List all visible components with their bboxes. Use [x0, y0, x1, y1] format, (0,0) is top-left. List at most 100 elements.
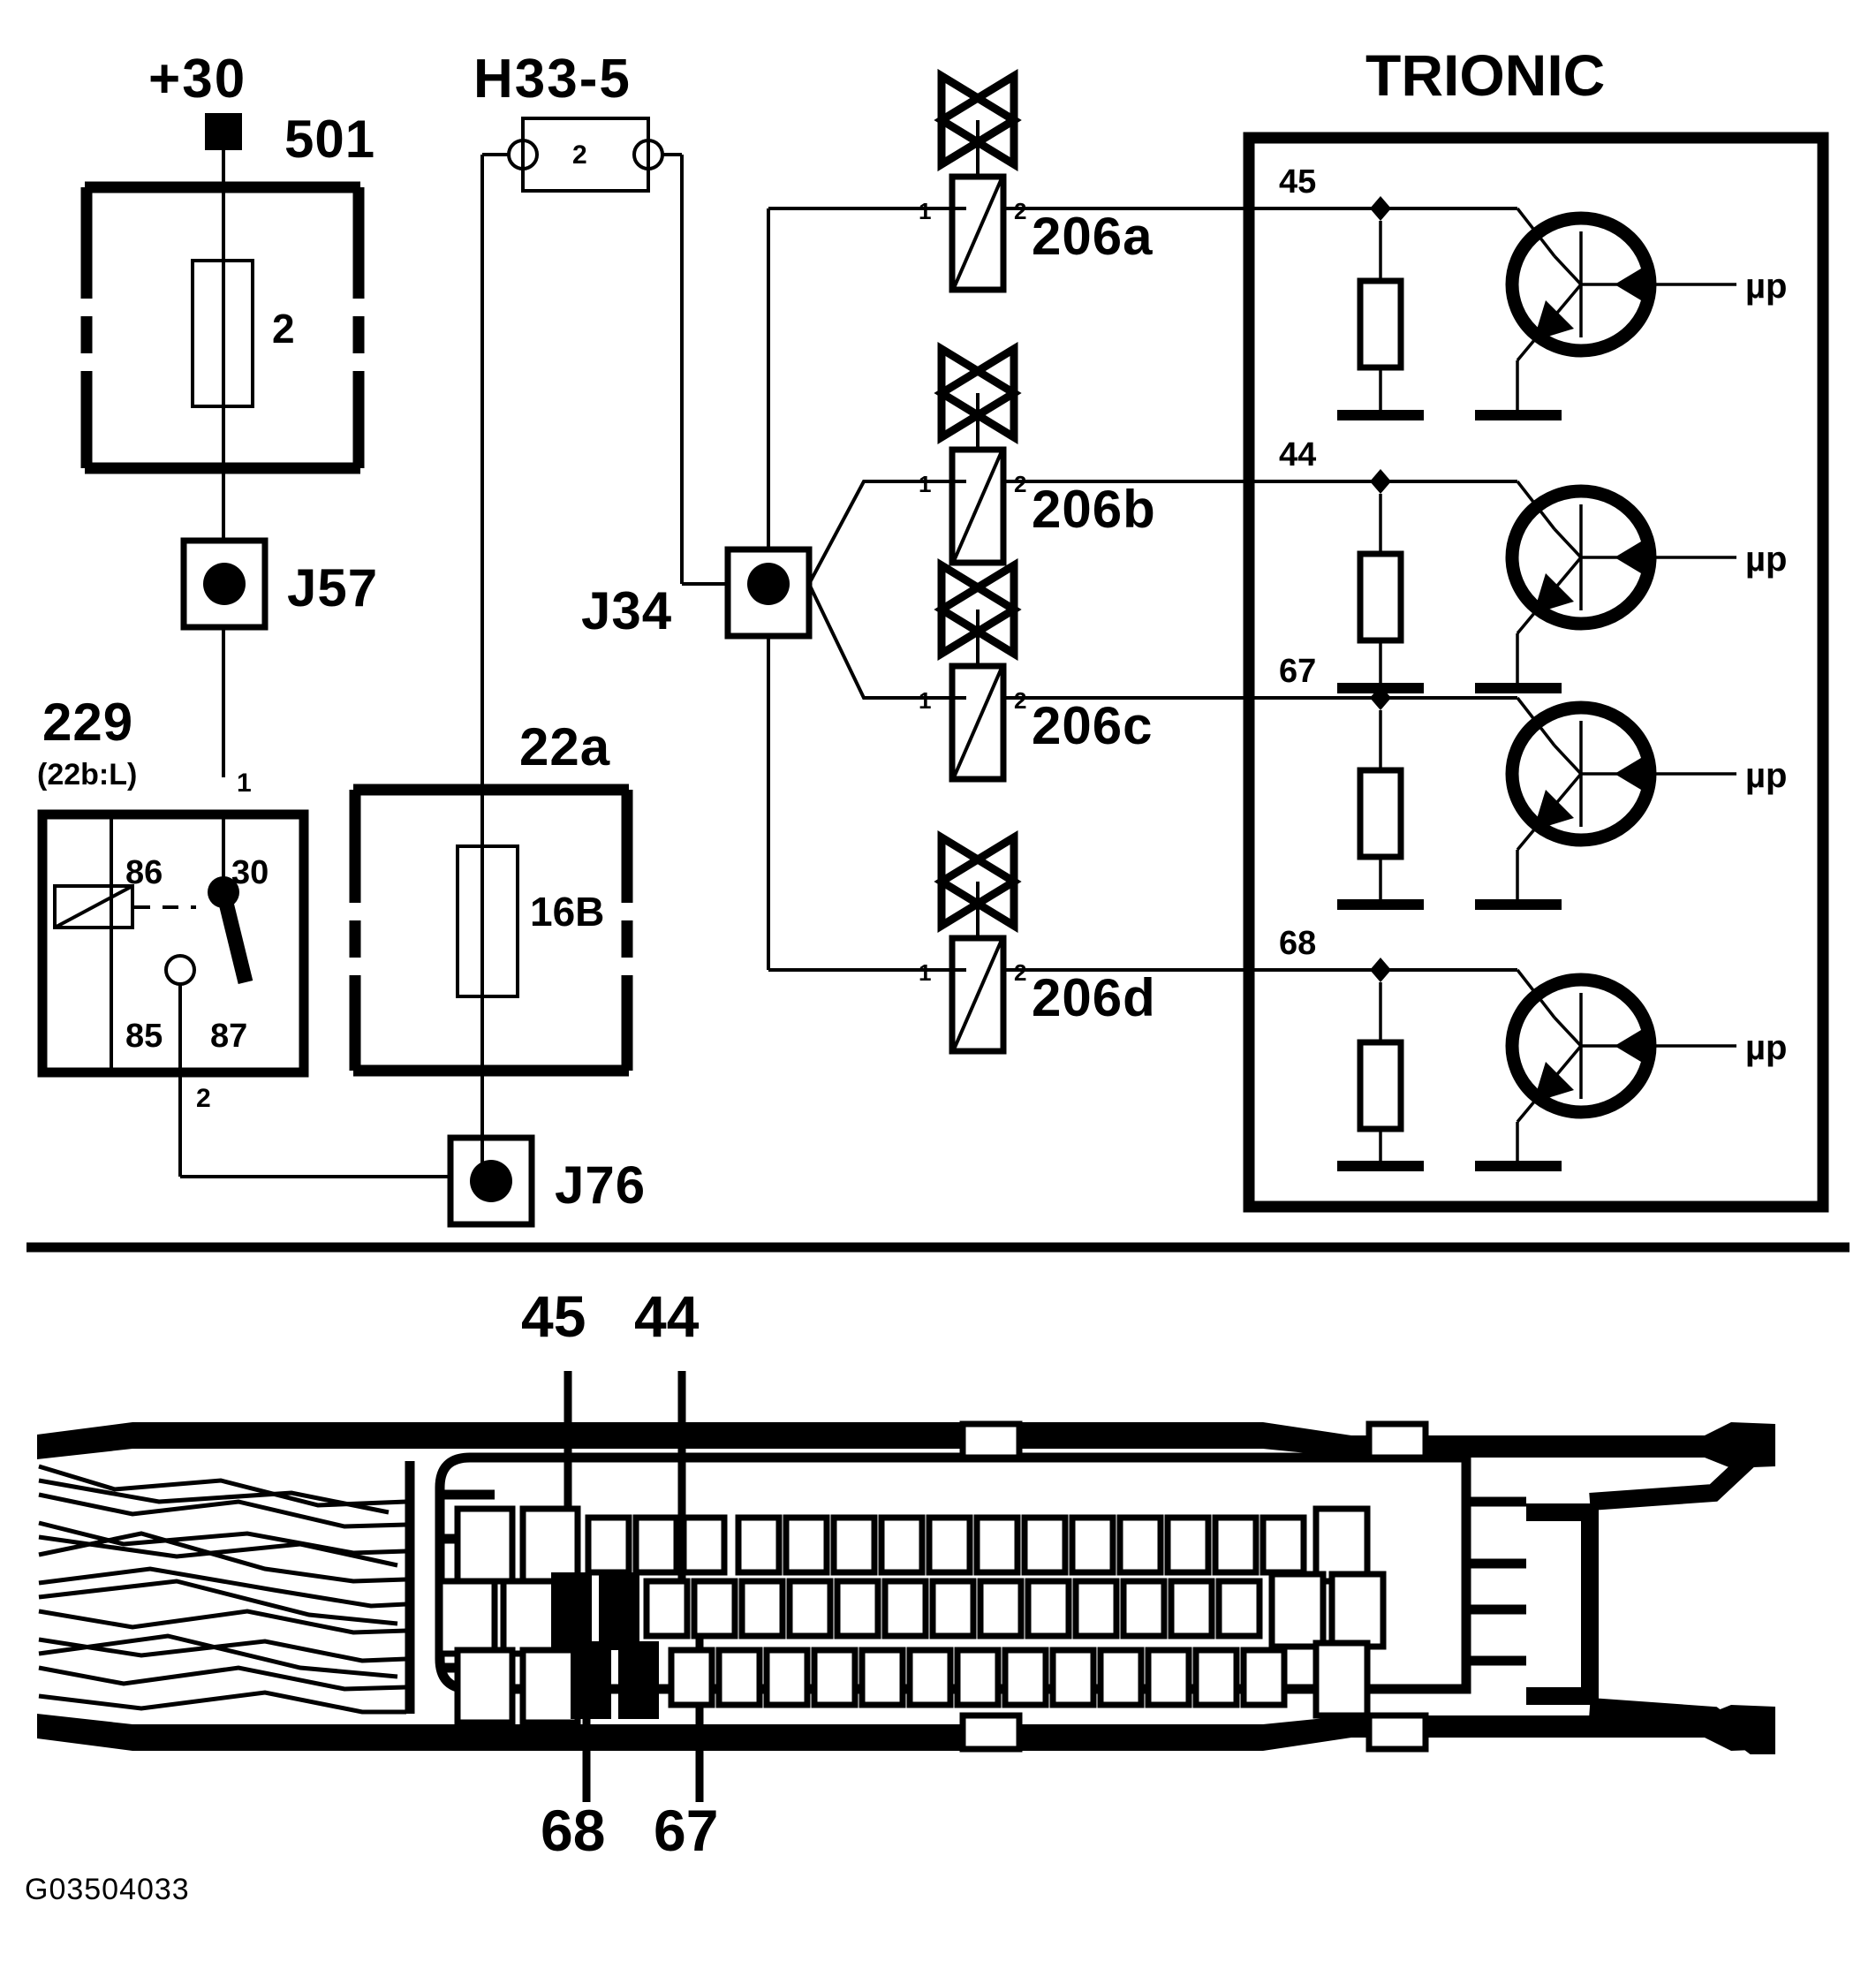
pin-cavity [1021, 1514, 1069, 1576]
splice-j76: J76 [447, 1134, 646, 1228]
pin-cavity [834, 1578, 881, 1640]
connector-latch-bottom [1589, 1698, 1775, 1754]
relay-229-label: 229 [42, 693, 133, 752]
solenoid-206c-diagonal [952, 667, 1003, 778]
pin-cavity [715, 1647, 763, 1708]
power-supply-group: +30 [148, 49, 246, 190]
pin-cavity [906, 1647, 954, 1708]
pin-cavity [735, 1514, 783, 1576]
cable-jacket-bottom [37, 1705, 1775, 1751]
injector-206c: 1 2 206c [919, 557, 1249, 783]
pin-cavity [643, 1578, 691, 1640]
injector-206a: 1 2 206a [919, 68, 1249, 293]
up-arrow-44 [1615, 536, 1650, 579]
fuse-22a-number: 16B [530, 889, 604, 935]
ecu-pin-44-junction [1370, 469, 1391, 494]
transistor-45-collector [1516, 207, 1556, 258]
resistor-45 [1357, 277, 1404, 371]
jacket-notch-bottom-2 [1365, 1712, 1429, 1753]
wire-strand-9 [38, 1690, 406, 1715]
connector-body-outline [435, 1452, 1471, 1694]
drawing-code: G03504033 [25, 1873, 190, 1906]
pin-cavity [500, 1578, 562, 1657]
fuse-501-number: 2 [272, 306, 295, 352]
relay-229-contact-87 [164, 954, 196, 986]
pin-row-bottom [454, 1640, 1371, 1726]
wire-strand-13 [38, 1633, 398, 1679]
resistor-68 [1357, 1039, 1404, 1132]
injector-206c-pin-1: 1 [919, 687, 931, 714]
relay-229-in-wire-num: 1 [237, 769, 252, 798]
ecu-pin-45-label: 45 [1279, 163, 1316, 201]
supply-terminal-square [205, 113, 242, 150]
pin-cavity-45-filled [551, 1572, 592, 1650]
wire-strand-3 [38, 1520, 407, 1556]
fuse-box-501-label: 501 [284, 110, 375, 169]
injector-206d-label: 206d [1032, 968, 1156, 1027]
relay-terminal-85: 85 [125, 1018, 163, 1055]
pin-cavity [878, 1514, 926, 1576]
injector-206a-label: 206a [1032, 207, 1153, 266]
pin-cavity [738, 1578, 786, 1640]
pin-cavity [691, 1578, 738, 1640]
resistor-44 [1357, 550, 1404, 644]
pin-cavity [1312, 1640, 1371, 1719]
callout-label-44: 44 [634, 1284, 700, 1349]
jacket-notch-bottom [959, 1712, 1023, 1753]
pin-cavity [1312, 1505, 1371, 1585]
injector-206d-pin-2: 2 [1014, 959, 1026, 986]
transistor-45-emitter-out [1516, 327, 1546, 362]
wire-strand-12 [38, 1579, 398, 1626]
microprocessor-label-68: µp [1745, 1028, 1787, 1067]
splice-j34-dot [747, 563, 790, 605]
pin-cavity [1116, 1514, 1164, 1576]
pin-cavity [585, 1514, 632, 1576]
microprocessor-label-45: µp [1745, 267, 1787, 306]
connector-h33-box [521, 117, 650, 193]
transistor-68-collector [1516, 968, 1556, 1019]
resistor-67 [1357, 767, 1404, 860]
splice-j76-label: J76 [555, 1155, 646, 1215]
splice-j57-label: J57 [287, 558, 378, 617]
pin-cavity-68-filled [571, 1641, 611, 1719]
up-arrow-67 [1615, 753, 1650, 795]
pin-cavity [786, 1578, 834, 1640]
solenoid-206c-body [949, 663, 1007, 783]
wire-strand-8 [38, 1665, 407, 1692]
pin-cavity [926, 1514, 973, 1576]
pin-cavity [454, 1647, 516, 1726]
relay-229-coil-diagonal [54, 884, 133, 929]
wire-bundle [38, 1464, 407, 1715]
ecu-pin-68-junction [1370, 958, 1391, 982]
transistor-44-collector [1516, 480, 1556, 531]
pin-cavity [1049, 1647, 1097, 1708]
pin-row-top [454, 1505, 1371, 1585]
injector-206c-pin-2: 2 [1014, 687, 1026, 714]
callout-label-45: 45 [521, 1284, 586, 1349]
transistor-67-collector-in [1553, 744, 1583, 776]
transistor-45-collector-in [1553, 254, 1583, 286]
power-label: +30 [148, 49, 246, 110]
driver-stage-68: 68 µp [1249, 925, 1787, 1171]
pin-cavity [436, 1578, 498, 1657]
fuse-22a-element [456, 844, 519, 998]
pin-cavity [1212, 1514, 1259, 1576]
relay-229-sublabel: (22b:L) [37, 758, 137, 791]
ecu-pin-68-label: 68 [1279, 925, 1316, 962]
relay-229-box [37, 809, 309, 1078]
ecu-pin-67-label: 67 [1279, 653, 1316, 690]
pin-cavity [1025, 1578, 1072, 1640]
fuse-box-22a: 22a 16B [349, 717, 633, 1077]
fuse-box-501: 501 2 [80, 110, 375, 474]
fuse-box-22a-label: 22a [519, 717, 610, 776]
injector-206c-label: 206c [1032, 696, 1153, 755]
pin-cavity [1002, 1647, 1049, 1708]
connector-ribs-right [1466, 1496, 1526, 1666]
solenoid-206a-diagonal [952, 178, 1003, 289]
pin-cavity [859, 1647, 906, 1708]
trionic-ecu: TRIONIC 45 µp [1243, 42, 1829, 1213]
wire-strand-11 [38, 1534, 398, 1568]
pin-cavity [1164, 1514, 1212, 1576]
pin-cavity [1097, 1647, 1145, 1708]
pin-cavity [1192, 1647, 1240, 1708]
